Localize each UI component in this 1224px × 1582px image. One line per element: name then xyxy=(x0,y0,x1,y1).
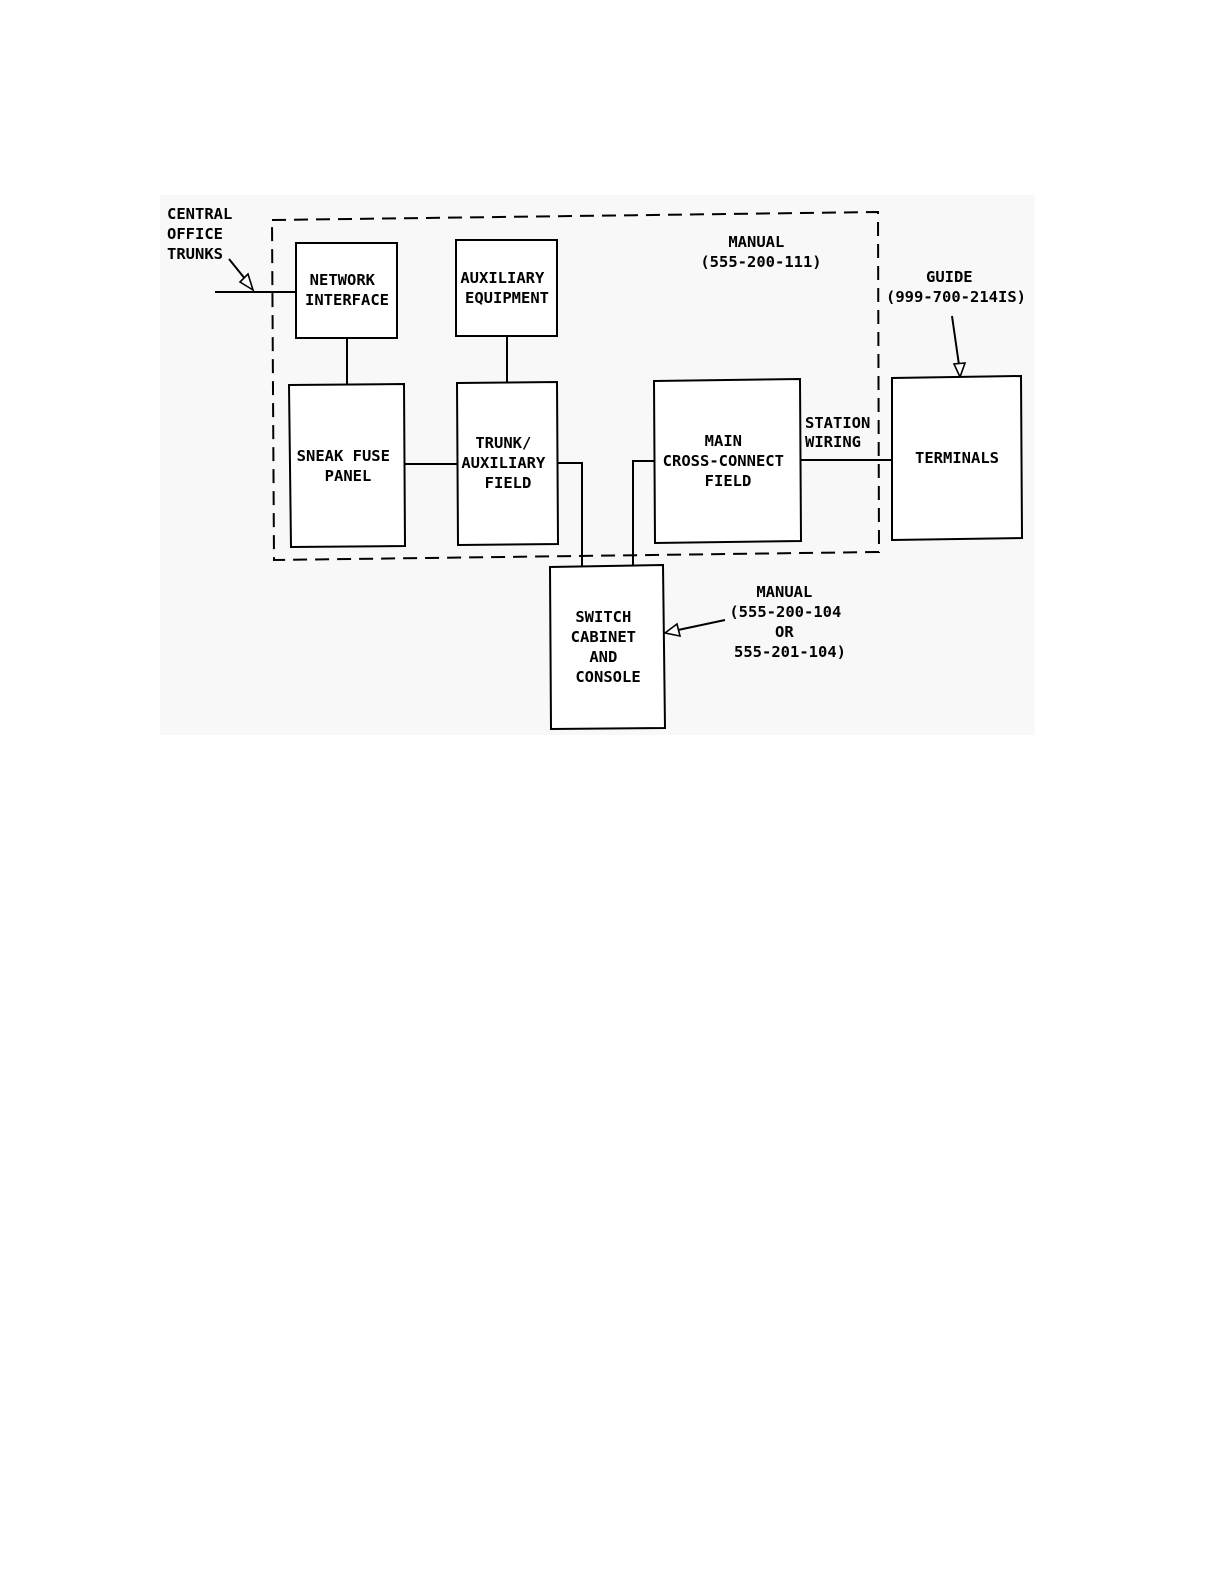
sneak-fuse-panel-box xyxy=(289,384,405,547)
terminals-label: TERMINALS xyxy=(915,449,999,467)
auxiliary-equipment-box xyxy=(456,240,557,336)
switch-cabinet-console-box xyxy=(550,565,665,729)
